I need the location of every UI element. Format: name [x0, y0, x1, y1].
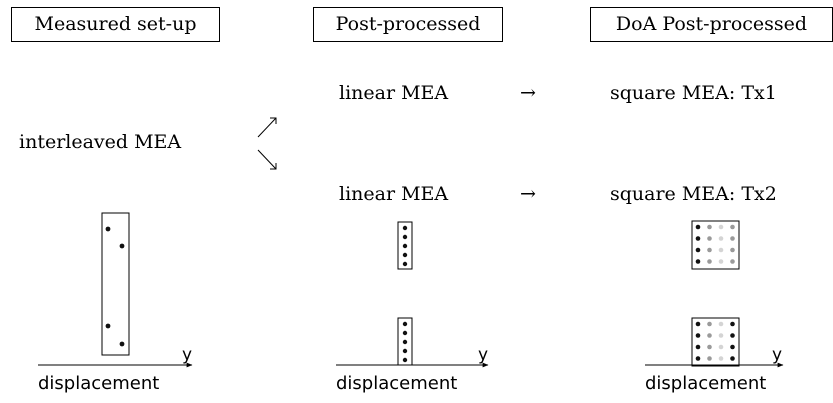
header-measured-setup: Measured set-up [11, 7, 220, 42]
linear-element [402, 321, 408, 327]
square-element [718, 321, 724, 327]
interleaved-element [105, 226, 111, 232]
linear-mea-label-bottom: linear MEA [339, 183, 449, 205]
square-element [718, 333, 724, 338]
square-element [718, 356, 724, 361]
square-element [730, 224, 735, 230]
split-arrow-up [257, 117, 277, 138]
square-element [718, 344, 724, 350]
square-mea-box-tx2 [691, 317, 740, 367]
linear-element [402, 357, 408, 363]
interleaved-element [119, 243, 125, 249]
square-element [707, 321, 712, 327]
linear-mea-box-top [397, 221, 413, 270]
interleaved-mea-box [101, 212, 130, 356]
displacement-caption-1: displacement [38, 373, 160, 394]
displacement-caption-3: displacement [645, 373, 767, 394]
interleaved-mea-label: interleaved MEA [19, 131, 182, 153]
square-element [718, 224, 724, 230]
axis-label-y-2: y [478, 345, 489, 365]
linear-element [402, 225, 408, 231]
interleaved-element [119, 341, 125, 347]
square-element [730, 236, 735, 241]
square-element [695, 224, 701, 230]
square-element [730, 321, 735, 327]
square-element [707, 224, 712, 230]
square-element [730, 247, 735, 253]
interleaved-element [105, 323, 111, 329]
square-element [730, 333, 735, 338]
header-post-processed: Post-processed [313, 7, 503, 42]
square-element [695, 321, 701, 327]
linear-element [402, 243, 408, 249]
linear-mea-label-top: linear MEA [339, 82, 449, 104]
axis-label-y-1: y [182, 345, 193, 365]
square-element [695, 259, 701, 264]
axis-label-y-3: y [772, 345, 783, 365]
square-element [730, 259, 735, 264]
square-element [707, 356, 712, 361]
square-element [707, 259, 712, 264]
displacement-caption-2: displacement [336, 373, 458, 394]
square-element [695, 356, 701, 361]
square-element [707, 344, 712, 350]
linear-element [402, 234, 408, 240]
square-element [718, 247, 724, 253]
square-mea-tx1-label: square MEA: Tx1 [610, 82, 777, 104]
square-element [718, 236, 724, 241]
square-element [707, 247, 712, 253]
square-element [695, 333, 701, 338]
linear-element [402, 252, 408, 258]
square-mea-grid-tx2 [695, 321, 735, 361]
square-element [718, 259, 724, 264]
right-arrow-bottom: → [520, 183, 536, 205]
split-arrow-up-head [270, 117, 277, 124]
square-element [707, 333, 712, 338]
square-element [695, 247, 701, 253]
square-element [707, 236, 712, 241]
split-arrow-down-head [270, 163, 277, 170]
linear-element [402, 261, 408, 267]
square-element [695, 344, 701, 350]
right-arrow-top: → [520, 82, 536, 104]
split-arrow-down [257, 149, 277, 170]
square-mea-grid-tx1 [695, 224, 735, 264]
square-element [695, 236, 701, 241]
linear-element [402, 330, 408, 336]
linear-element [402, 339, 408, 345]
square-element [730, 356, 735, 361]
linear-element [402, 348, 408, 354]
square-mea-tx2-label: square MEA: Tx2 [610, 183, 777, 205]
square-mea-box-tx1 [691, 220, 740, 270]
square-element [730, 344, 735, 350]
